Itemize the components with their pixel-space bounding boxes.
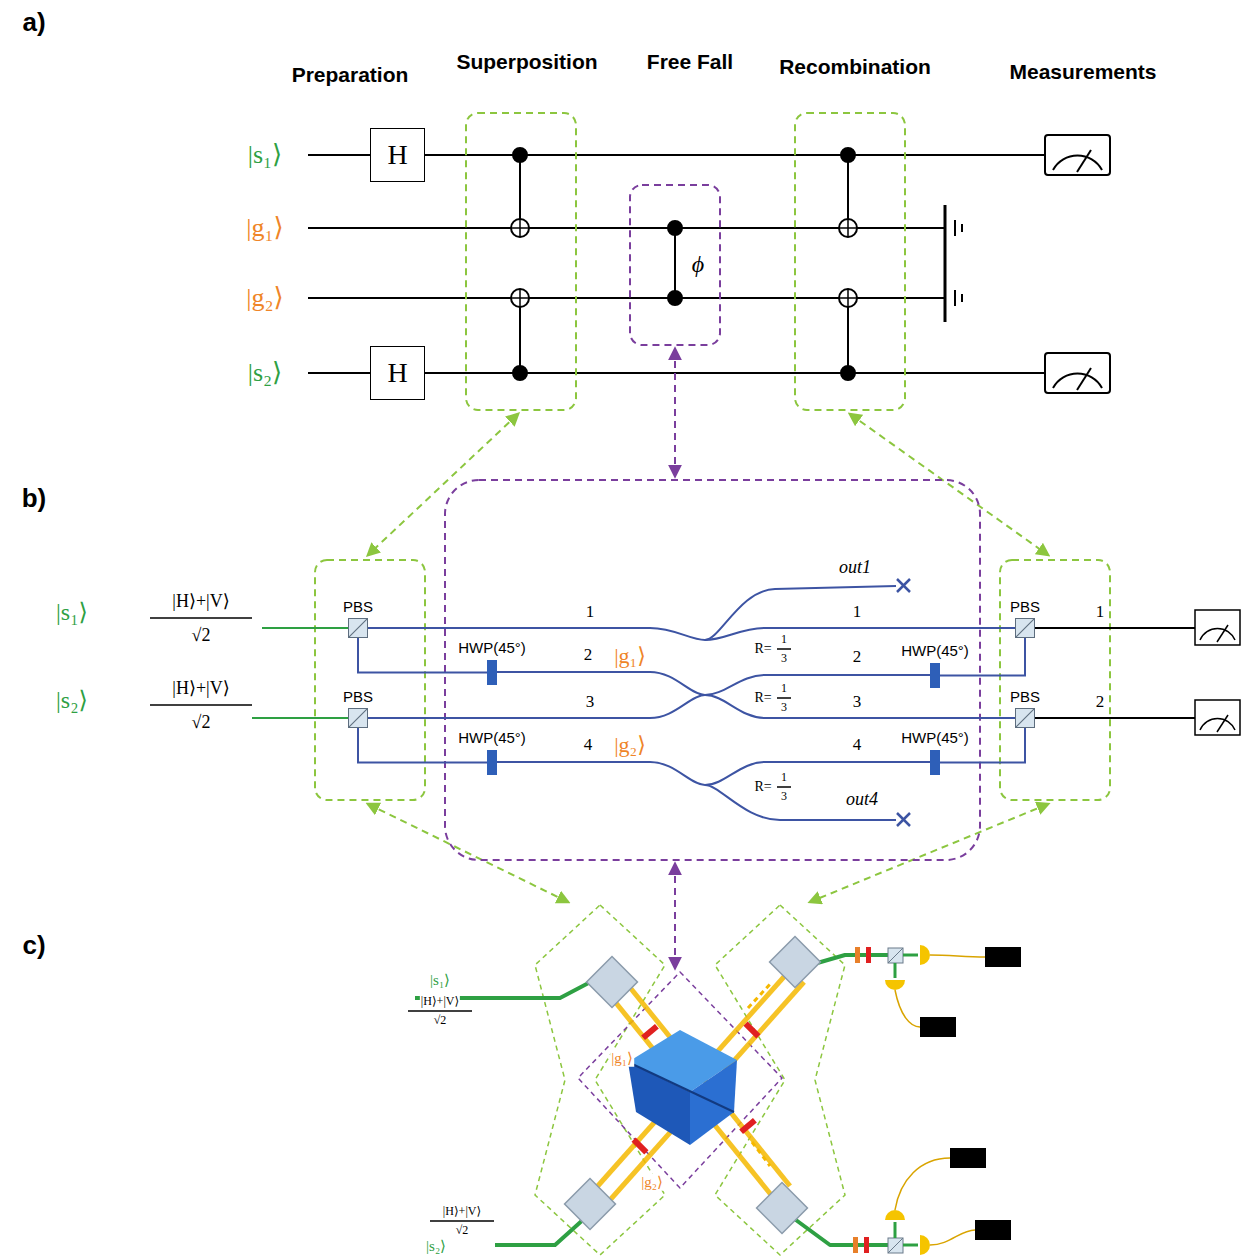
stage-boxes xyxy=(315,480,1110,860)
gate-box: H xyxy=(370,346,425,400)
coupler-ratio: 3 xyxy=(780,701,788,714)
stage-heading: Preparation xyxy=(291,63,410,86)
path-number: 1 xyxy=(852,603,863,622)
stage-boxes xyxy=(466,113,905,410)
gate-label: H xyxy=(387,358,407,389)
beam-splitter: PBS xyxy=(348,708,368,728)
path-number: 2 xyxy=(583,646,594,665)
link-arrows xyxy=(368,349,1048,968)
input-lines xyxy=(252,628,348,718)
component-label: HWP(45°) xyxy=(900,730,970,747)
circuit-wires xyxy=(308,155,1045,373)
waveplate: HWP(45°) xyxy=(930,750,940,775)
path-number: 2 xyxy=(852,648,863,667)
qubit-ket: |s₂⟩ xyxy=(55,687,89,713)
state-denominator: √2 xyxy=(455,1224,470,1237)
output-number: 1 xyxy=(1095,603,1106,622)
path-number: 1 xyxy=(585,603,596,622)
component-label: PBS xyxy=(1009,599,1041,616)
detection-optics xyxy=(853,945,1021,1255)
state-numerator: |H⟩+|V⟩ xyxy=(171,592,230,612)
path-number: 3 xyxy=(585,693,596,712)
coupler-ratio: R= xyxy=(753,641,772,656)
qubit-ket: |s₁⟩ xyxy=(247,141,284,170)
stage-heading: Recombination xyxy=(778,55,932,78)
phase-symbol: ϕ xyxy=(691,251,705,277)
waveplate: HWP(45°) xyxy=(487,750,497,775)
coupler-ratio: 3 xyxy=(780,790,788,803)
qubit-ket: |s₁⟩ xyxy=(429,972,451,989)
port-name: out1 xyxy=(838,558,872,578)
component-label: HWP(45°) xyxy=(900,643,970,660)
loss-beams xyxy=(748,982,772,1166)
component-label: HWP(45°) xyxy=(457,730,527,747)
output-number: 2 xyxy=(1095,693,1106,712)
splitter-diagonal xyxy=(1016,709,1034,727)
qubit-ket: |s₂⟩ xyxy=(247,359,284,388)
qubit-ket: |g₂⟩ xyxy=(245,284,284,313)
component-label: PBS xyxy=(342,689,374,706)
panel-letter: a) xyxy=(21,8,46,37)
beam-splitter: PBS xyxy=(1015,708,1035,728)
gate-box: H xyxy=(370,128,425,182)
qubit-ket: |g₁⟩ xyxy=(610,1050,634,1067)
ground-symbol xyxy=(945,205,962,322)
waveplate-marks xyxy=(632,1022,761,1155)
panel-letter: c) xyxy=(21,931,46,960)
state-numerator: |H⟩+|V⟩ xyxy=(171,679,230,699)
path-number: 4 xyxy=(583,736,594,755)
beam-cube xyxy=(628,1030,737,1145)
waveplate: HWP(45°) xyxy=(930,663,940,688)
qubit-ket: |s₂⟩ xyxy=(425,1238,447,1255)
beam-splitter: PBS xyxy=(1015,618,1035,638)
coupler-ratio: R= xyxy=(753,690,772,705)
panel-letter: b) xyxy=(21,484,48,513)
qubit-ket: |g₁⟩ xyxy=(245,214,284,243)
path-number: 4 xyxy=(852,736,863,755)
fiber-paths xyxy=(368,586,1015,820)
component-label: HWP(45°) xyxy=(457,640,527,657)
port-name: out4 xyxy=(845,790,879,810)
qubit-ket: |g₂⟩ xyxy=(613,733,647,757)
stage-heading: Free Fall xyxy=(646,50,734,73)
splitter-diagonal xyxy=(1016,619,1034,637)
controlled-gates xyxy=(511,148,857,380)
coupler-ratio: 3 xyxy=(780,652,788,665)
qubit-ket: |s₁⟩ xyxy=(55,599,89,625)
photon-beams xyxy=(596,970,804,1200)
coupler-ratio: 1 xyxy=(780,771,788,784)
input-lines xyxy=(415,955,888,1245)
splitter-diagonal xyxy=(349,619,367,637)
periscope-prism xyxy=(565,937,821,1234)
meter-symbol xyxy=(1045,135,1110,393)
coupler-ratio: 1 xyxy=(780,633,788,646)
state-denominator: √2 xyxy=(191,626,212,646)
loss-cross xyxy=(897,579,910,826)
stage-heading: Superposition xyxy=(455,50,598,73)
path-number: 3 xyxy=(852,693,863,712)
component-label: PBS xyxy=(342,599,374,616)
output-lines xyxy=(1035,610,1240,735)
gate-label: H xyxy=(387,140,407,171)
fraction-bars xyxy=(150,618,791,1221)
splitter-diagonal xyxy=(349,709,367,727)
state-denominator: √2 xyxy=(433,1014,448,1027)
state-denominator: √2 xyxy=(191,713,212,733)
state-numerator: |H⟩+|V⟩ xyxy=(420,995,460,1008)
component-label: PBS xyxy=(1009,689,1041,706)
coupler-ratio: R= xyxy=(753,779,772,794)
qubit-ket: |g₂⟩ xyxy=(640,1174,664,1191)
stage-heading: Measurements xyxy=(1008,60,1157,83)
qubit-ket: |g₁⟩ xyxy=(613,644,647,668)
coupler-ratio: 1 xyxy=(780,682,788,695)
stage-boxes xyxy=(535,905,845,1255)
state-numerator: |H⟩+|V⟩ xyxy=(442,1205,482,1218)
waveplate: HWP(45°) xyxy=(487,660,497,685)
beam-splitter: PBS xyxy=(348,618,368,638)
